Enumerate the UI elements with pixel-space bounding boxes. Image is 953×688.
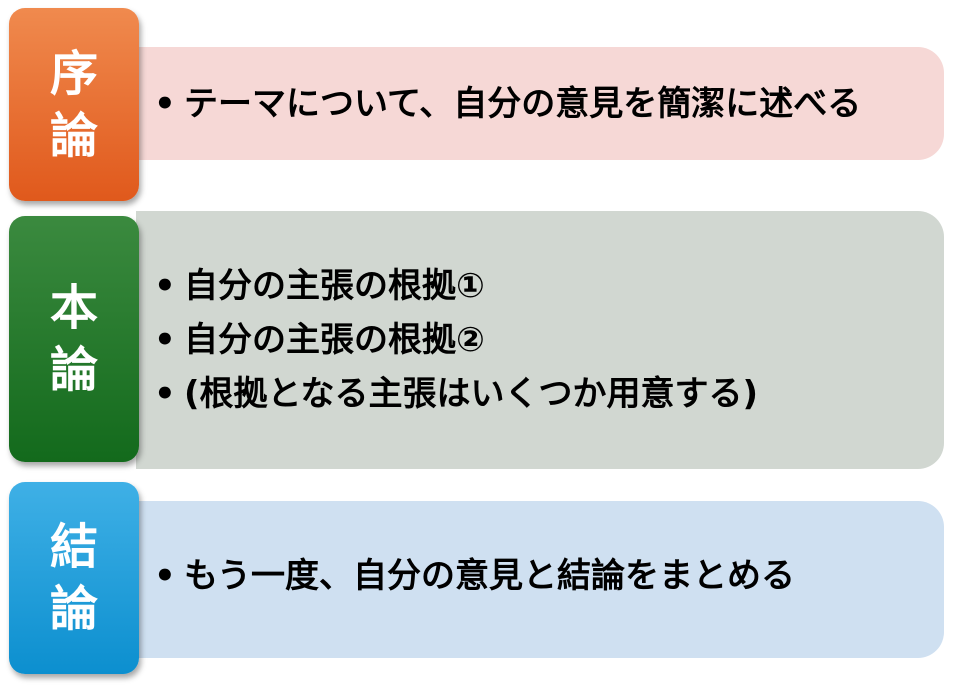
body-label: 本 論: [9, 216, 139, 462]
conclusion-item: もう一度、自分の意見と結論をまとめる: [154, 549, 795, 603]
body-item: (根拠となる主張はいくつか用意する): [154, 367, 758, 421]
intro-label-char-2: 論: [49, 107, 98, 164]
conclusion-item-list: もう一度、自分の意見と結論をまとめる: [154, 549, 795, 603]
conclusion-panel: もう一度、自分の意見と結論をまとめる: [136, 501, 944, 658]
intro-item-list: テーマについて、自分の意見を簡潔に述べる: [154, 77, 861, 131]
conclusion-label: 結 論: [9, 482, 139, 674]
body-item: 自分の主張の根拠①: [154, 259, 758, 313]
body-item-list: 自分の主張の根拠① 自分の主張の根拠② (根拠となる主張はいくつか用意する): [154, 259, 758, 421]
intro-label-char-1: 序: [49, 45, 98, 102]
intro-item: テーマについて、自分の意見を簡潔に述べる: [154, 77, 861, 131]
intro-panel: テーマについて、自分の意見を簡潔に述べる: [136, 47, 944, 160]
body-item: 自分の主張の根拠②: [154, 313, 758, 367]
conclusion-label-char-1: 結: [49, 519, 98, 575]
conclusion-label-char-2: 論: [49, 581, 98, 637]
body-panel: 自分の主張の根拠① 自分の主張の根拠② (根拠となる主張はいくつか用意する): [136, 211, 944, 469]
body-label-char-2: 論: [49, 342, 98, 398]
intro-label: 序 論: [9, 8, 139, 201]
body-label-char-1: 本: [49, 280, 98, 336]
